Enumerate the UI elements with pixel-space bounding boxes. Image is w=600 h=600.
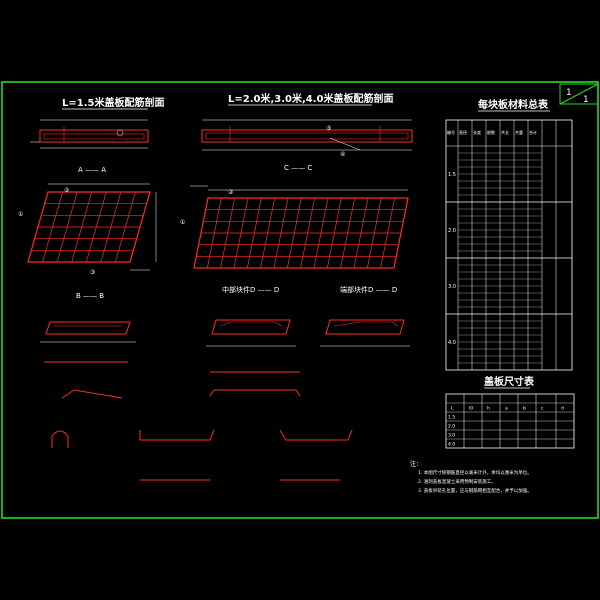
middle-slab-plan <box>190 185 409 269</box>
section-label-bb: B —— B <box>76 292 104 300</box>
notes-heading: 注： <box>410 460 422 468</box>
material-table: 1.5 2.0 3.0 4.0 编号直径长度根数共长共重合计 <box>445 119 573 371</box>
dim-table-header-cell: l0 <box>469 405 473 411</box>
title-middle-section: L=2.0米,3.0米,4.0米盖板配筋剖面 <box>228 92 394 105</box>
sheet-total: 1 <box>583 95 589 105</box>
table-header-cell: 直径 <box>459 129 467 135</box>
table-header-cell: 编号 <box>447 129 455 135</box>
section-bb-drawing <box>40 321 136 343</box>
dim-table-header-cell: b <box>523 405 526 411</box>
note-line-1: 1. 本图尺寸除钢筋直径以毫米计外，余均以厘米为单位。 <box>418 469 532 476</box>
dim-table-row-label: 4.0 <box>448 441 455 447</box>
sheet-border <box>1 81 599 519</box>
table-header-cell: 根数 <box>487 129 495 135</box>
notes-block: 注： 1. 本图尺寸除钢筋直径以毫米计外，余均以厘米为单位。 2. 涵洞盖板混凝… <box>410 460 532 494</box>
section-label-aa: A —— A <box>78 166 106 174</box>
table-group-label: 2.0 <box>448 228 456 234</box>
left-slab-section <box>30 119 149 149</box>
dim-table-header-cell: a <box>505 406 508 411</box>
dim-table-row-label: 3.0 <box>448 432 455 438</box>
dim-table-row-label: 1.5 <box>448 414 455 420</box>
middle-slab-section <box>201 119 413 151</box>
section-label-mid-block: 中部块件D —— D <box>222 285 279 294</box>
section-end-block-drawing <box>320 319 410 347</box>
table-header-cell: 共重 <box>515 129 523 135</box>
section-label-cc: C —— C <box>284 164 312 172</box>
table-group-label: 1.5 <box>448 172 456 178</box>
title-dimension-table: 盖板尺寸表 <box>484 375 535 388</box>
callout-2-mid: ② <box>228 189 234 196</box>
callout-3-mid: ③ <box>326 125 331 132</box>
left-slab-plan <box>27 183 157 271</box>
section-label-end-block: 端部块件D —— D <box>340 285 397 294</box>
table-group-label: 4.0 <box>448 340 456 346</box>
callout-markers: ① ② ③ ① ② ③ ④ <box>18 125 345 276</box>
callout-2-left: ② <box>64 187 70 194</box>
rebar-shapes <box>44 361 353 481</box>
table-header-cell: 共长 <box>501 129 509 135</box>
note-line-2: 2. 涵洞盖板混凝土采用预制安装施工。 <box>418 478 496 485</box>
callout-3-left: ③ <box>90 269 95 276</box>
table-group-label: 3.0 <box>448 284 456 290</box>
sheet-number: 1 <box>566 88 572 98</box>
dim-table-header-cell: c <box>541 406 544 411</box>
note-line-3: 3. 盖板吊装孔位置，应与钢筋网相互配合，并予以加强。 <box>418 487 532 494</box>
callout-4-mid: ④ <box>340 151 345 158</box>
table-header-cell: 长度 <box>473 129 481 135</box>
section-mid-block-drawing <box>206 319 296 347</box>
table-header-cell: 合计 <box>529 129 537 135</box>
callout-1-mid: ① <box>180 219 185 226</box>
dim-table-header-cell: L <box>451 405 454 411</box>
dim-table-header-cell: d <box>561 405 564 411</box>
title-material-table: 每块板材料总表 <box>478 98 549 111</box>
sheet-number-box: 1 1 <box>559 83 599 105</box>
dim-table-header-cell: h <box>487 405 490 411</box>
callout-1-left: ① <box>18 211 23 218</box>
title-left-section: L=1.5米盖板配筋剖面 <box>62 96 164 109</box>
dim-table-row-label: 2.0 <box>448 423 455 429</box>
